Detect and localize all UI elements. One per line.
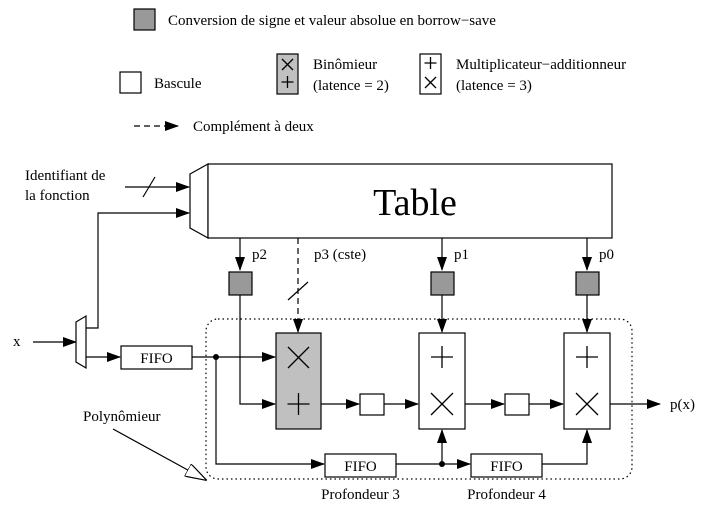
p0-label: p0 [599, 247, 614, 263]
p1-conversion-block [430, 271, 455, 296]
fifo-depth4-box [470, 453, 543, 478]
depth4-label: Profondeur 4 [467, 487, 546, 503]
legend-binomieur-label: Binômieur [313, 57, 377, 73]
fifo-depth4-label: FIFO [490, 459, 523, 475]
function-id-bus-slash [142, 176, 156, 198]
output-label: p(x) [670, 397, 695, 413]
polynomieur-label: Polynômieur [83, 409, 161, 425]
legend-bascule-swatch [119, 71, 142, 94]
legend-binomieur-swatch [276, 53, 299, 95]
fifo-depth3-label: FIFO [344, 459, 377, 475]
p3-bus-slash [287, 281, 309, 301]
legend-multiplicateur-latency: (latence = 3) [456, 78, 532, 94]
x-label: x [13, 334, 21, 350]
bascule-1 [359, 393, 385, 416]
p3-label: p3 (cste) [314, 247, 366, 263]
binomieur-multiply-icon [287, 346, 310, 369]
legend-conversion-label: Conversion de signe et valeur absolue en… [168, 13, 496, 29]
table-box [207, 163, 613, 239]
legend-conversion-swatch [133, 8, 156, 31]
depth3-label: Profondeur 3 [321, 487, 400, 503]
fifo-input-label: FIFO [140, 351, 173, 367]
bascule-2 [504, 393, 530, 416]
legend-binomieur-latency: (latence = 2) [313, 78, 389, 94]
legend: Conversion de signe et valeur absolue en… [119, 8, 626, 135]
binomieur-plus-icon [287, 393, 310, 415]
x-splitter [75, 314, 87, 370]
p2-conversion-block [228, 271, 253, 296]
mult2-plus-icon [576, 346, 598, 368]
table-input-mux [189, 162, 209, 240]
p0-conversion-block [575, 271, 600, 296]
table-label: Table [373, 182, 457, 224]
multiplicateur-block-1 [418, 332, 466, 430]
fifo-depth3-box [324, 453, 397, 478]
x-to-table-wire [86, 208, 190, 329]
p2-label: p2 [252, 247, 267, 263]
function-id-label-line1: Identifiant de [25, 168, 106, 184]
fifo-to-bottom-fifo-wire [215, 357, 325, 469]
legend-multiplicateur-label: Multiplicateur−additionneur [456, 57, 626, 73]
function-id-label-line2: la fonction [25, 188, 90, 204]
legend-complement-label: Complément à deux [193, 119, 314, 135]
table-block: Table [189, 162, 613, 240]
mult1-multiply-icon [430, 392, 454, 416]
p2-to-binomieur-wire [239, 295, 276, 409]
legend-bascule-label: Bascule [154, 76, 202, 92]
mult1-plus-icon [431, 346, 453, 368]
fifo4-to-mult2-wire [542, 429, 592, 465]
legend-multiplicateur-swatch [419, 53, 442, 95]
binomieur-block [275, 332, 322, 430]
p1-label: p1 [454, 247, 469, 263]
multiplicateur-block-2 [563, 332, 611, 430]
mult2-multiply-icon [575, 392, 599, 416]
polynomieur-pointer [112, 428, 206, 480]
